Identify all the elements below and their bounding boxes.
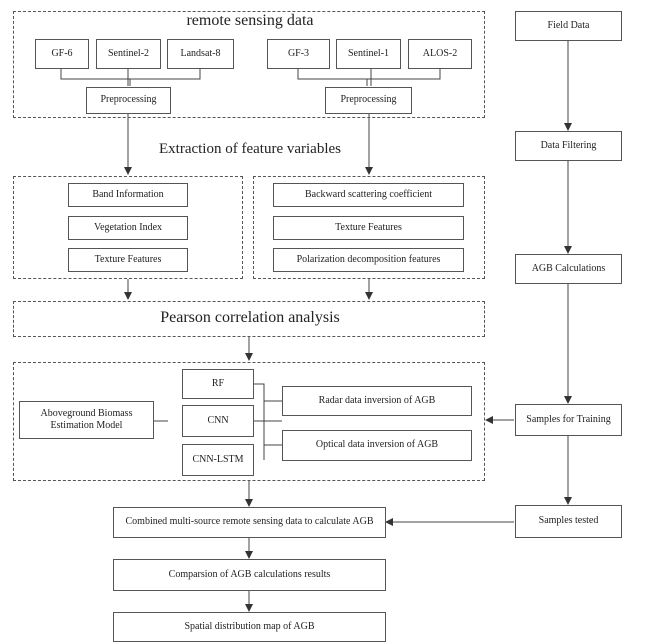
band-information-box: Band Information	[68, 183, 188, 207]
alos2-box: ALOS-2	[408, 39, 472, 69]
connector-gf3-preprocessing	[297, 69, 368, 86]
connector-landsat8-preprocessing	[128, 69, 201, 80]
gf3-box: GF-3	[267, 39, 330, 69]
connector-inversion-bracket	[264, 400, 282, 446]
landsat8-box: Landsat-8	[167, 39, 234, 69]
agb-calculations-box: AGB Calculations	[515, 254, 622, 284]
polarization-decomposition-box: Polarization decomposition features	[273, 248, 464, 272]
cnn-lstm-box: CNN-LSTM	[182, 444, 254, 476]
gf6-box: GF-6	[35, 39, 89, 69]
connector-gf6-preprocessing	[60, 69, 131, 86]
optical-features-group	[13, 176, 243, 279]
extraction-title: Extraction of feature variables	[159, 141, 341, 157]
pearson-group	[13, 301, 485, 337]
model-group	[13, 362, 485, 481]
connector-algorithms-to-inversions	[254, 383, 282, 460]
pearson-title: Pearson correlation analysis	[160, 309, 340, 326]
radar-inversion-box: Radar data inversion of AGB	[282, 386, 472, 416]
data-filtering-box: Data Filtering	[515, 131, 622, 161]
radar-features-group	[253, 176, 485, 279]
sentinel2-box: Sentinel-2	[96, 39, 161, 69]
connector-alos2-preprocessing	[367, 69, 441, 80]
spatial-distribution-box: Spatial distribution map of AGB	[113, 612, 386, 642]
comparison-results-box: Comparsion of AGB calculations results	[113, 559, 386, 591]
optical-texture-features-box: Texture Features	[68, 248, 188, 272]
remote-sensing-group	[13, 11, 485, 118]
remote-sensing-title: remote sensing data	[186, 12, 314, 29]
combined-calculation-box: Combined multi-source remote sensing dat…	[113, 507, 386, 538]
optical-inversion-box: Optical data inversion of AGB	[282, 430, 472, 461]
samples-training-box: Samples for Training	[515, 404, 622, 436]
radar-texture-features-box: Texture Features	[273, 216, 464, 240]
samples-tested-box: Samples tested	[515, 505, 622, 538]
rf-box: RF	[182, 369, 254, 399]
optical-preprocessing-box: Preprocessing	[86, 87, 171, 114]
radar-preprocessing-box: Preprocessing	[325, 87, 412, 114]
field-data-box: Field Data	[515, 11, 622, 41]
sentinel1-box: Sentinel-1	[336, 39, 401, 69]
estimation-model-box: Aboveground Biomass Estimation Model	[19, 401, 154, 439]
backscatter-coefficient-box: Backward scattering coefficient	[273, 183, 464, 207]
vegetation-index-box: Vegetation Index	[68, 216, 188, 240]
cnn-box: CNN	[182, 405, 254, 437]
